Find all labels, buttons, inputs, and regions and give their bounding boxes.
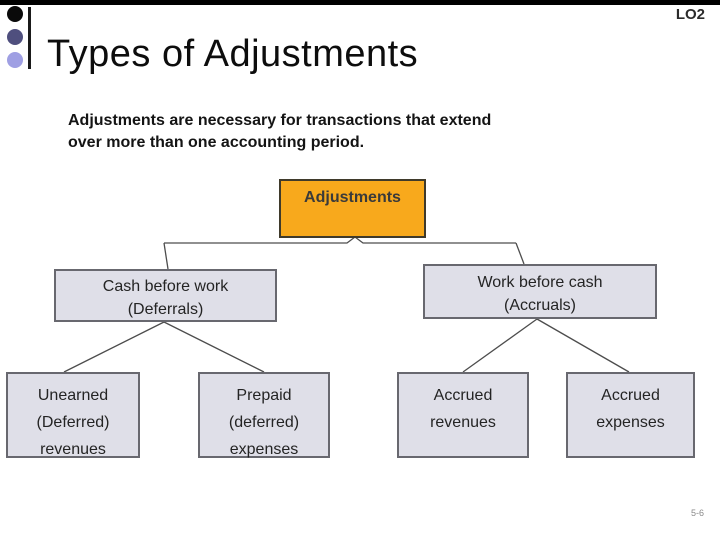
intro-text: Adjustments are necessary for transactio… bbox=[68, 110, 491, 154]
node-label-line: Work before cash bbox=[477, 274, 603, 291]
node-label-line: expenses bbox=[596, 414, 665, 431]
node-accrued-revenues: Accrued revenues bbox=[397, 372, 529, 458]
connector-accruals-right bbox=[536, 318, 630, 373]
node-work-before-cash: Work before cash (Accruals) bbox=[423, 264, 657, 319]
top-border-bar bbox=[0, 0, 720, 5]
node-unearned-deferred-revenues: Unearned (Deferred) revenues bbox=[6, 372, 140, 458]
decorative-dot-blue bbox=[7, 29, 23, 45]
connector-accruals-left bbox=[462, 318, 538, 373]
node-label-line: (Deferrals) bbox=[127, 301, 204, 318]
connector-deferrals-right bbox=[163, 321, 265, 373]
node-label-line: Accrued bbox=[433, 387, 493, 404]
node-prepaid-deferred-expenses: Prepaid (deferred) expenses bbox=[198, 372, 330, 458]
node-label-line: (Deferred) bbox=[36, 414, 110, 431]
node-label-line: revenues bbox=[430, 414, 496, 431]
title-vertical-rule bbox=[28, 7, 31, 69]
node-label-line: Accrued bbox=[601, 387, 660, 404]
node-label-line: Prepaid bbox=[236, 387, 292, 404]
node-label-line: (deferred) bbox=[228, 414, 300, 431]
connector-drop-left bbox=[163, 242, 169, 270]
intro-line-1: Adjustments are necessary for transactio… bbox=[68, 112, 492, 129]
node-accrued-expenses: Accrued expenses bbox=[566, 372, 695, 458]
connector-drop-right bbox=[515, 242, 525, 265]
slide-title: Types of Adjustments bbox=[47, 33, 419, 75]
node-label-line: expenses bbox=[229, 441, 299, 458]
connector-deferrals-left bbox=[63, 321, 165, 373]
node-label-line: revenues bbox=[40, 441, 106, 458]
node-label-line: Cash before work bbox=[102, 278, 229, 295]
intro-line-2: over more than one accounting period. bbox=[68, 134, 365, 151]
decorative-dot-black bbox=[7, 6, 23, 22]
node-label-line: Unearned bbox=[37, 387, 109, 404]
node-cash-before-work: Cash before work (Deferrals) bbox=[54, 269, 277, 322]
node-label-line: (Accruals) bbox=[503, 297, 576, 314]
learning-objective-label: LO2 bbox=[675, 6, 705, 23]
node-adjustments-label: Adjustments bbox=[304, 189, 401, 206]
page-number: 5-6 bbox=[690, 508, 704, 518]
decorative-dot-periwinkle bbox=[7, 52, 23, 68]
node-adjustments: Adjustments bbox=[279, 179, 426, 238]
